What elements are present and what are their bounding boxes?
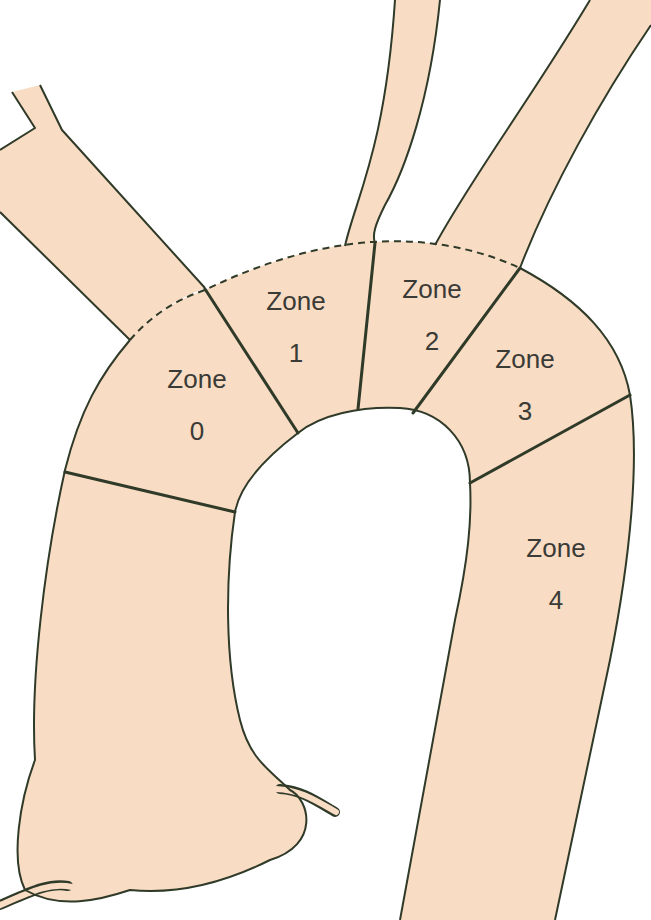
zone-divider [358,243,375,409]
carotid-wall [374,0,440,243]
aorta-wall [18,340,471,920]
zone-label: Zone 0 [164,353,230,457]
zone-label: Zone 4 [523,522,589,626]
zone-label: Zone 1 [263,275,329,379]
zone-label: Zone 2 [399,263,465,367]
brachiocephalic-wall [40,85,205,288]
carotid-wall [345,0,395,246]
coronary-artery-lumen [276,789,336,812]
brachiocephalic-wall [0,92,35,150]
zone-label: Zone 3 [492,333,558,437]
zone-divider [65,472,235,512]
brachiocephalic-fill [0,85,205,340]
subclavian-wall [435,0,590,245]
aorta-fill [18,241,634,920]
brachiocephalic-wall [0,212,130,340]
subclavian-fill [435,0,651,268]
subclavian-wall [520,25,651,268]
carotid-fill [345,0,440,252]
zone-divider [470,395,630,483]
